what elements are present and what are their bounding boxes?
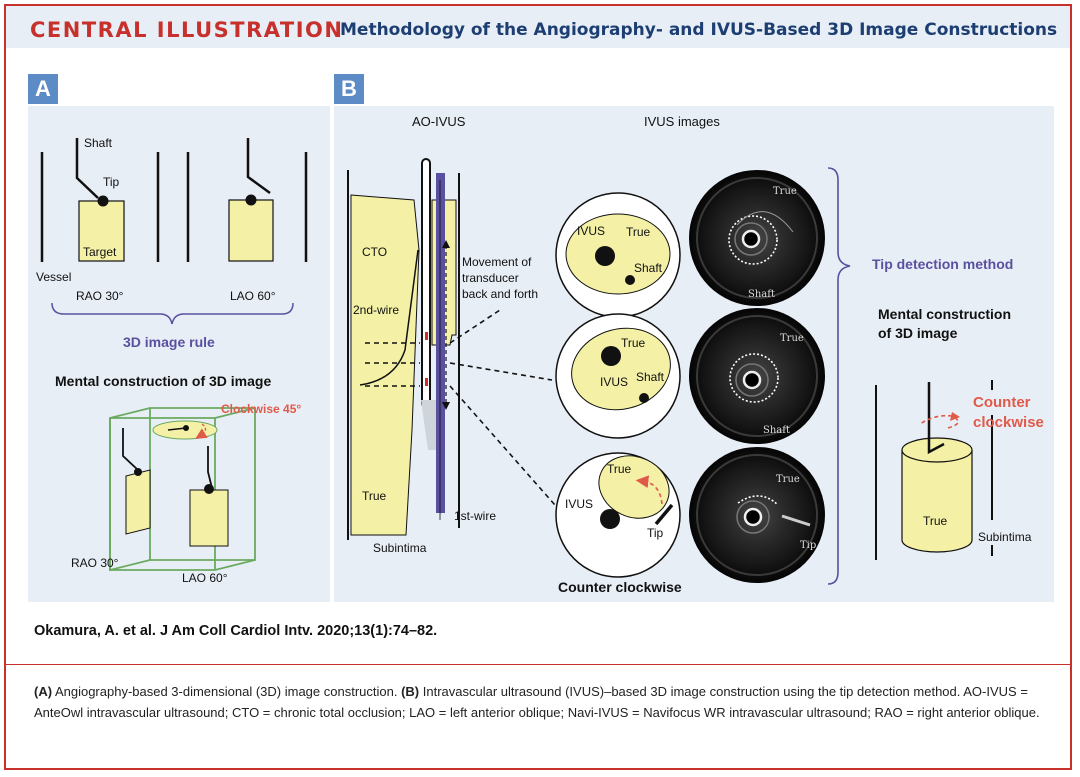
movement-line-3: back and forth	[462, 287, 538, 301]
counter-label-2: clockwise	[973, 414, 1044, 431]
counter-clockwise-caption: Counter clockwise	[558, 579, 682, 595]
figure-title: Methodology of the Angiography- and IVUS…	[340, 20, 1058, 40]
cylinder-true-label: True	[923, 514, 948, 528]
angio-views: Shaft Tip Target Vessel RAO 30° LAO 60°	[36, 136, 308, 303]
citation: Okamura, A. et al. J Am Coll Cardiol Int…	[34, 623, 438, 639]
us1-shaft: Shaft	[748, 289, 775, 300]
caption-a-text: Angiography-based 3-dimensional (3D) ima…	[52, 684, 402, 699]
us3-tip: Tip	[800, 540, 816, 551]
panel-a	[28, 106, 330, 602]
target-label: Target	[83, 245, 117, 259]
cylinder-subintima-label: Subintima	[978, 530, 1032, 544]
clockwise-45-label: Clockwise 45°	[221, 402, 301, 416]
ivus-schematic-3	[555, 452, 681, 578]
tip-label: Tip	[103, 175, 120, 189]
target-lao	[228, 199, 274, 262]
c3-ivus: IVUS	[565, 497, 593, 511]
caption-divider	[6, 664, 1070, 665]
c1-shaft: Shaft	[634, 261, 663, 275]
vessel-label: Vessel	[36, 270, 71, 284]
ivus-schematic-2	[555, 313, 681, 439]
panel-b-badge: B	[334, 74, 364, 104]
second-catheter	[436, 173, 445, 513]
cube-diagram	[109, 407, 256, 572]
caption-a-label: (A)	[34, 684, 53, 699]
rule-bracket	[51, 302, 294, 325]
central-illustration-label: CENTRAL ILLUSTRATION	[30, 18, 344, 42]
shaft-label: Shaft	[84, 136, 113, 150]
movement-line-1: Movement of	[462, 255, 532, 269]
caption-b-text: Intravascular ultrasound (IVUS)–based 3D…	[34, 684, 1040, 720]
c2-shaft: Shaft	[636, 370, 665, 384]
ivus-schematic-1	[555, 192, 681, 318]
counter-label-1: Counter	[973, 394, 1031, 411]
us1-true: True	[773, 186, 797, 197]
tip-dot-rao	[97, 195, 109, 207]
cylinder-3d	[875, 380, 993, 560]
us3-true: True	[776, 474, 800, 485]
c1-true: True	[626, 225, 651, 239]
c3-true: True	[607, 462, 632, 476]
cube-lao-label: LAO 60°	[182, 571, 228, 585]
mental-construction-b-2: of 3D image	[878, 325, 958, 341]
second-wire-label: 2nd-wire	[353, 303, 399, 317]
outer-frame	[4, 4, 1072, 770]
subintima-label: Subintima	[373, 541, 427, 555]
ivus-images-header: IVUS images	[644, 114, 720, 129]
lao-label: LAO 60°	[230, 289, 276, 303]
header-band	[6, 6, 1070, 48]
figure-caption: (A) Angiography-based 3-dimensional (3D)…	[34, 681, 1044, 723]
first-wire-label: 1st-wire	[454, 509, 496, 523]
ultrasound-image-3	[689, 447, 825, 583]
rao-label: RAO 30°	[76, 289, 124, 303]
c1-ivus: IVUS	[577, 224, 605, 238]
cube-rao-label: RAO 30°	[71, 556, 119, 570]
caption-b-label: (B)	[401, 684, 420, 699]
tip-detection-method-label: Tip detection method	[872, 256, 1013, 272]
mental-construction-b-1: Mental construction	[878, 306, 1011, 322]
c3-tip: Tip	[647, 526, 664, 540]
true-lumen-label: True	[362, 489, 387, 503]
cto-label: CTO	[362, 245, 387, 259]
tip-dot-lao	[245, 194, 257, 206]
image-rule-label: 3D image rule	[123, 334, 215, 350]
us2-true: True	[780, 333, 804, 344]
ultrasound-image-2	[689, 308, 825, 444]
ao-ivus-header: AO-IVUS	[412, 114, 466, 129]
panel-a-badge: A	[28, 74, 58, 104]
method-bracket	[827, 167, 851, 585]
c2-ivus: IVUS	[600, 375, 628, 389]
ultrasound-image-1	[689, 170, 825, 306]
c2-true: True	[621, 336, 646, 350]
movement-line-2: transducer	[462, 271, 519, 285]
vessel-schematic	[347, 158, 556, 540]
us2-shaft: Shaft	[763, 425, 790, 436]
mental-construction-a: Mental construction of 3D image	[55, 373, 271, 389]
